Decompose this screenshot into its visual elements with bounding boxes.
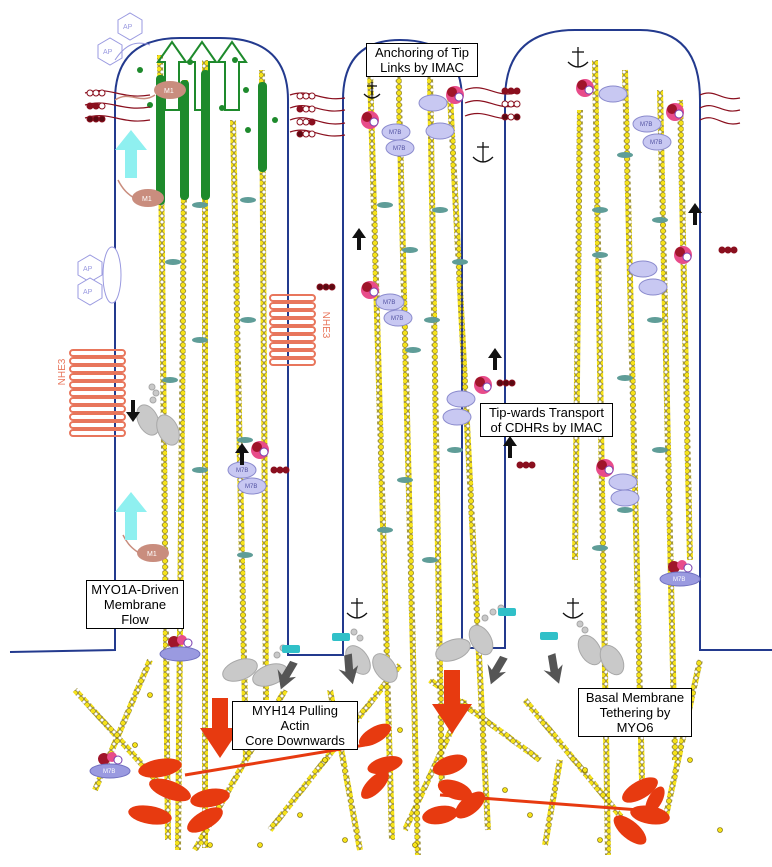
nhe3-transporter-right [269, 294, 316, 366]
actin-filament [259, 69, 269, 701]
anchor-icon [562, 598, 584, 619]
black-direction-arrows [126, 203, 702, 465]
nhe3-label-right: NHE3 [320, 312, 331, 339]
svg-text:AP: AP [83, 289, 93, 296]
svg-text:AP: AP [103, 49, 113, 56]
actin-filament [677, 99, 693, 561]
imac-complex [576, 79, 628, 103]
imac-complex: M7B M7B [632, 103, 684, 151]
label-line: Membrane Flow [103, 597, 167, 627]
actin-filament [622, 69, 645, 781]
myh14-pull-arrows [200, 670, 472, 758]
actin-filament [175, 79, 188, 851]
actin-filament [572, 109, 583, 561]
imac-complex [418, 86, 464, 140]
label-tipwards-transport: Tip-wards Transport of CDHRs by IMAC [480, 403, 613, 437]
cdhr-cadherin-beads [86, 87, 738, 474]
imac-complex [596, 459, 640, 507]
svg-text:M7B: M7B [245, 484, 257, 490]
imac-complex: M7B M7B [361, 281, 413, 327]
imac-complexes: M7B M7B M7B M7B M7B M7B [89, 79, 701, 779]
anchor-icon [363, 82, 381, 99]
svg-text:M7B: M7B [640, 122, 652, 128]
anchor-icon [472, 142, 494, 163]
svg-text:M7B: M7B [236, 468, 248, 474]
myo6-molecules [136, 383, 625, 687]
nhe3-transporter-left [69, 349, 126, 437]
free-actin-monomers [132, 692, 723, 848]
svg-text:M7B: M7B [383, 300, 395, 306]
label-line: MYH14 Pulling Actin [252, 703, 338, 733]
svg-text:M7B: M7B [673, 577, 685, 583]
svg-text:AP: AP [123, 24, 133, 31]
svg-text:M7B: M7B [389, 130, 401, 136]
svg-text:M7B: M7B [103, 769, 115, 775]
label-line: Basal Membrane [585, 690, 685, 705]
imac-complex [628, 246, 692, 296]
svg-text:AP: AP [83, 266, 93, 273]
imac-complex: M7B [89, 752, 131, 779]
imac-complex: M7B M7B [227, 441, 269, 495]
label-basal-membrane-tethering: Basal Membrane Tethering by MYO6 [578, 688, 692, 737]
green-outline-arrows [156, 40, 248, 111]
label-myo1a-membrane-flow: MYO1A-Driven Membrane Flow [86, 580, 184, 629]
plasma-membrane [9, 29, 772, 656]
ap-enzymes: AP AP AP AP [77, 12, 151, 306]
imac-complex: M7B [659, 560, 701, 587]
svg-text:M7B: M7B [393, 146, 405, 152]
label-line: Tip-wards Transport [488, 405, 605, 420]
label-line: MYO1A-Driven [91, 582, 179, 597]
imac-complex [159, 635, 201, 662]
membrane-flow-arrows [115, 130, 147, 540]
anchor-icon [567, 47, 589, 68]
actin-filament [657, 89, 678, 761]
myh14-filaments [128, 723, 670, 845]
downward-arrows [277, 653, 563, 690]
actin-core-filaments [157, 54, 693, 856]
actin-filament [447, 94, 491, 831]
svg-text:M7B: M7B [650, 140, 662, 146]
label-line: of CDHRs by IMAC [490, 420, 603, 435]
nhe3-label-left: NHE3 [57, 358, 68, 385]
svg-text:M1: M1 [147, 551, 157, 558]
imac-complex [442, 376, 492, 426]
label-line: Tethering by MYO6 [599, 705, 671, 735]
svg-text:M7B: M7B [391, 316, 403, 322]
anchor-icons [346, 47, 589, 619]
svg-text:M1: M1 [142, 196, 152, 203]
actin-filament [427, 74, 445, 791]
anchor-icon [346, 598, 368, 619]
label-myh14-pulling: MYH14 Pulling Actin Core Downwards [232, 701, 358, 750]
label-line: Anchoring of Tip [375, 45, 469, 60]
label-line: Core Downwards [245, 733, 345, 748]
actin-filament [367, 69, 395, 841]
imac-complex: M7B M7B [361, 111, 415, 157]
green-tip-actin [129, 57, 278, 205]
label-anchoring-tip-links: Anchoring of Tip Links by IMAC [366, 43, 478, 77]
actin-filament [395, 54, 421, 856]
svg-text:M1: M1 [164, 88, 174, 95]
myo1a-molecules: M1 M1 M1 [114, 81, 186, 562]
label-line: Links by IMAC [380, 60, 464, 75]
cyan-anchors [282, 608, 558, 653]
crosslinkers [162, 152, 668, 563]
